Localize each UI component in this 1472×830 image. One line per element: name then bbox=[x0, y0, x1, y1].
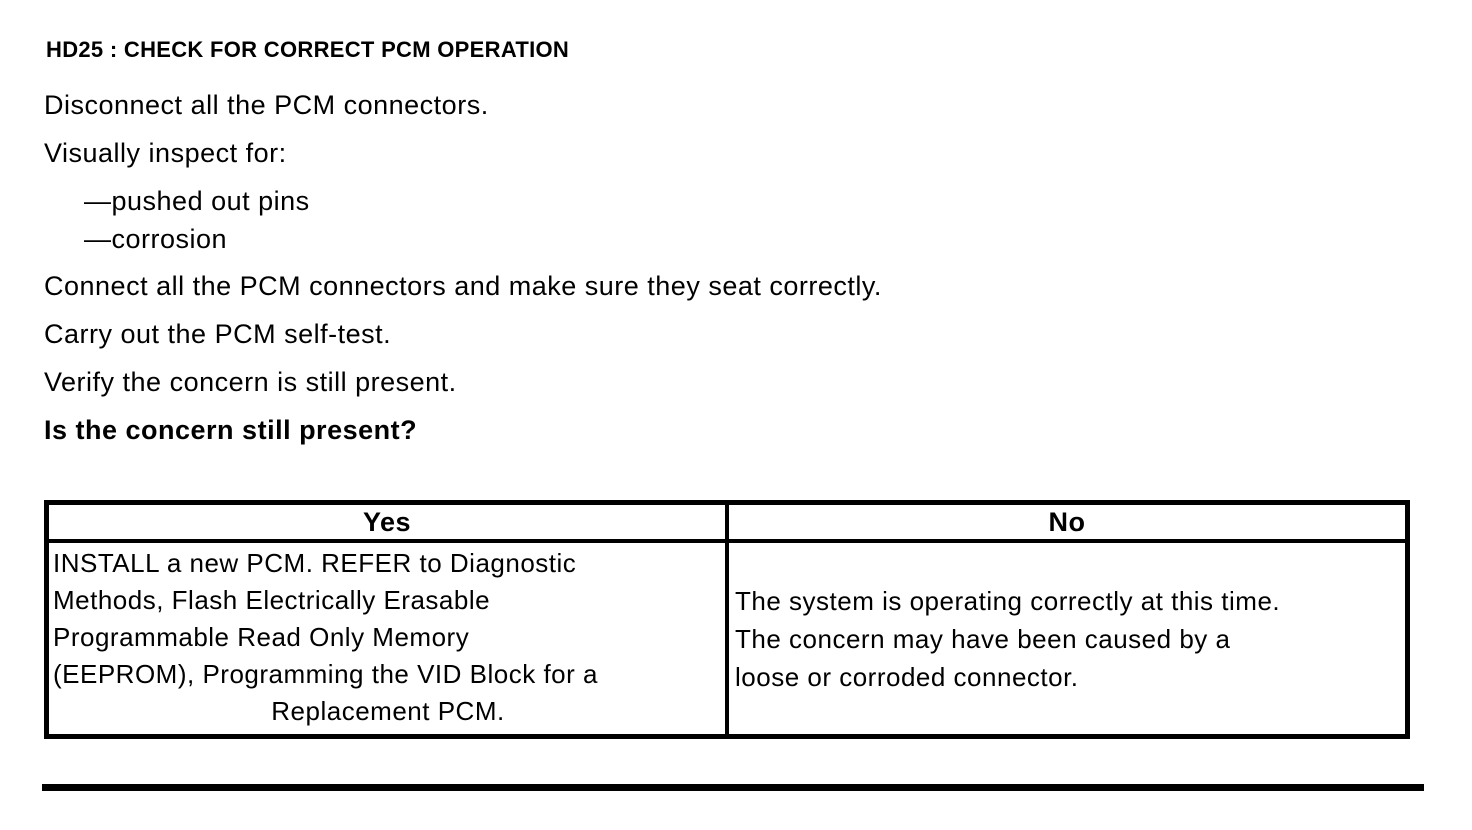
no-action-line-2: The concern may have been caused by a bbox=[735, 623, 1231, 654]
no-action-line-3: loose or corroded connector. bbox=[735, 661, 1079, 692]
yes-column-header: Yes bbox=[44, 500, 729, 543]
yes-action-cell: INSTALL a new PCM. REFER to Diagnostic M… bbox=[44, 539, 729, 739]
step-connect-connectors: Connect all the PCM connectors and make … bbox=[44, 271, 882, 301]
results-table: Yes No INSTALL a new PCM. REFER to Diagn… bbox=[44, 500, 1410, 739]
step-visually-inspect: Visually inspect for: bbox=[44, 138, 287, 168]
inspect-item-pushed-out-pins: —pushed out pins bbox=[84, 186, 310, 216]
inspect-item-corrosion: —corrosion bbox=[84, 224, 228, 254]
step-disconnect-connectors: Disconnect all the PCM connectors. bbox=[44, 90, 489, 120]
step-verify-concern: Verify the concern is still present. bbox=[44, 367, 457, 397]
results-header-row: Yes No bbox=[44, 500, 1410, 543]
step-pcm-self-test: Carry out the PCM self-test. bbox=[44, 319, 392, 349]
procedure-heading: HD25 : CHECK FOR CORRECT PCM OPERATION bbox=[46, 37, 570, 62]
yes-action-line-2: Methods, Flash Electrically Erasable bbox=[53, 585, 491, 615]
bottom-divider-rule bbox=[42, 784, 1424, 791]
yes-action-line-1: INSTALL a new PCM. REFER to Diagnostic bbox=[53, 548, 577, 578]
no-column-header: No bbox=[725, 500, 1410, 543]
diagnostic-procedure-page: HD25 : CHECK FOR CORRECT PCM OPERATION D… bbox=[42, 37, 1426, 791]
inspect-list: —pushed out pins —corrosion bbox=[44, 182, 1426, 258]
no-action-line-1: The system is operating correctly at thi… bbox=[735, 585, 1281, 616]
results-body-row: INSTALL a new PCM. REFER to Diagnostic M… bbox=[44, 539, 1410, 739]
no-action-cell: The system is operating correctly at thi… bbox=[725, 539, 1410, 739]
yes-action-line-4: (EEPROM), Programming the VID Block for … bbox=[53, 659, 598, 689]
procedure-question: Is the concern still present? bbox=[44, 415, 418, 445]
yes-action-line-5: Replacement PCM. bbox=[271, 696, 505, 726]
yes-action-line-3: Programmable Read Only Memory bbox=[53, 622, 470, 652]
